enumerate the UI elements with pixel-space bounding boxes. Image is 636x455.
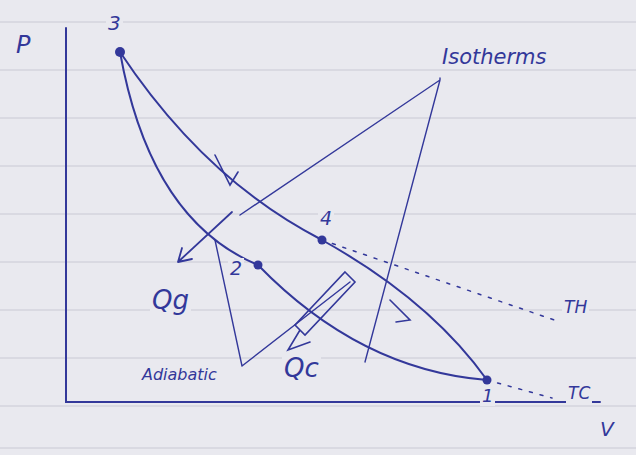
adiabat-right: [322, 240, 487, 380]
state-point: [115, 47, 125, 57]
temperature-label: TH: [562, 298, 589, 317]
adiabat-left: [120, 52, 258, 265]
point-label: 4: [318, 208, 334, 229]
point-label: 3: [106, 12, 123, 34]
adiabatic-leader: [215, 240, 350, 366]
state-point: [483, 376, 492, 385]
curve-label: Adiabatic: [140, 366, 219, 384]
heat-label: Qg: [150, 286, 191, 315]
direction-arrows: [215, 155, 410, 322]
point-label: 1: [480, 386, 495, 406]
isotherm-hot: [120, 52, 322, 240]
state-point: [254, 261, 263, 270]
axis-label: V: [598, 418, 616, 440]
paper-lines: [0, 22, 636, 448]
state-point: [318, 236, 327, 245]
curve-label: Isotherms: [440, 46, 548, 69]
isotherm-hot-extension: [322, 240, 560, 322]
temperature-label: TC: [566, 384, 592, 403]
heat-out-arrow: [288, 272, 355, 350]
point-label: 2: [228, 258, 244, 279]
heat-in-arrow: [178, 212, 232, 262]
axes: [66, 28, 600, 402]
axis-label: P: [14, 32, 32, 58]
heat-label: Qc: [282, 354, 321, 383]
isotherm-cold-extension: [487, 380, 552, 398]
